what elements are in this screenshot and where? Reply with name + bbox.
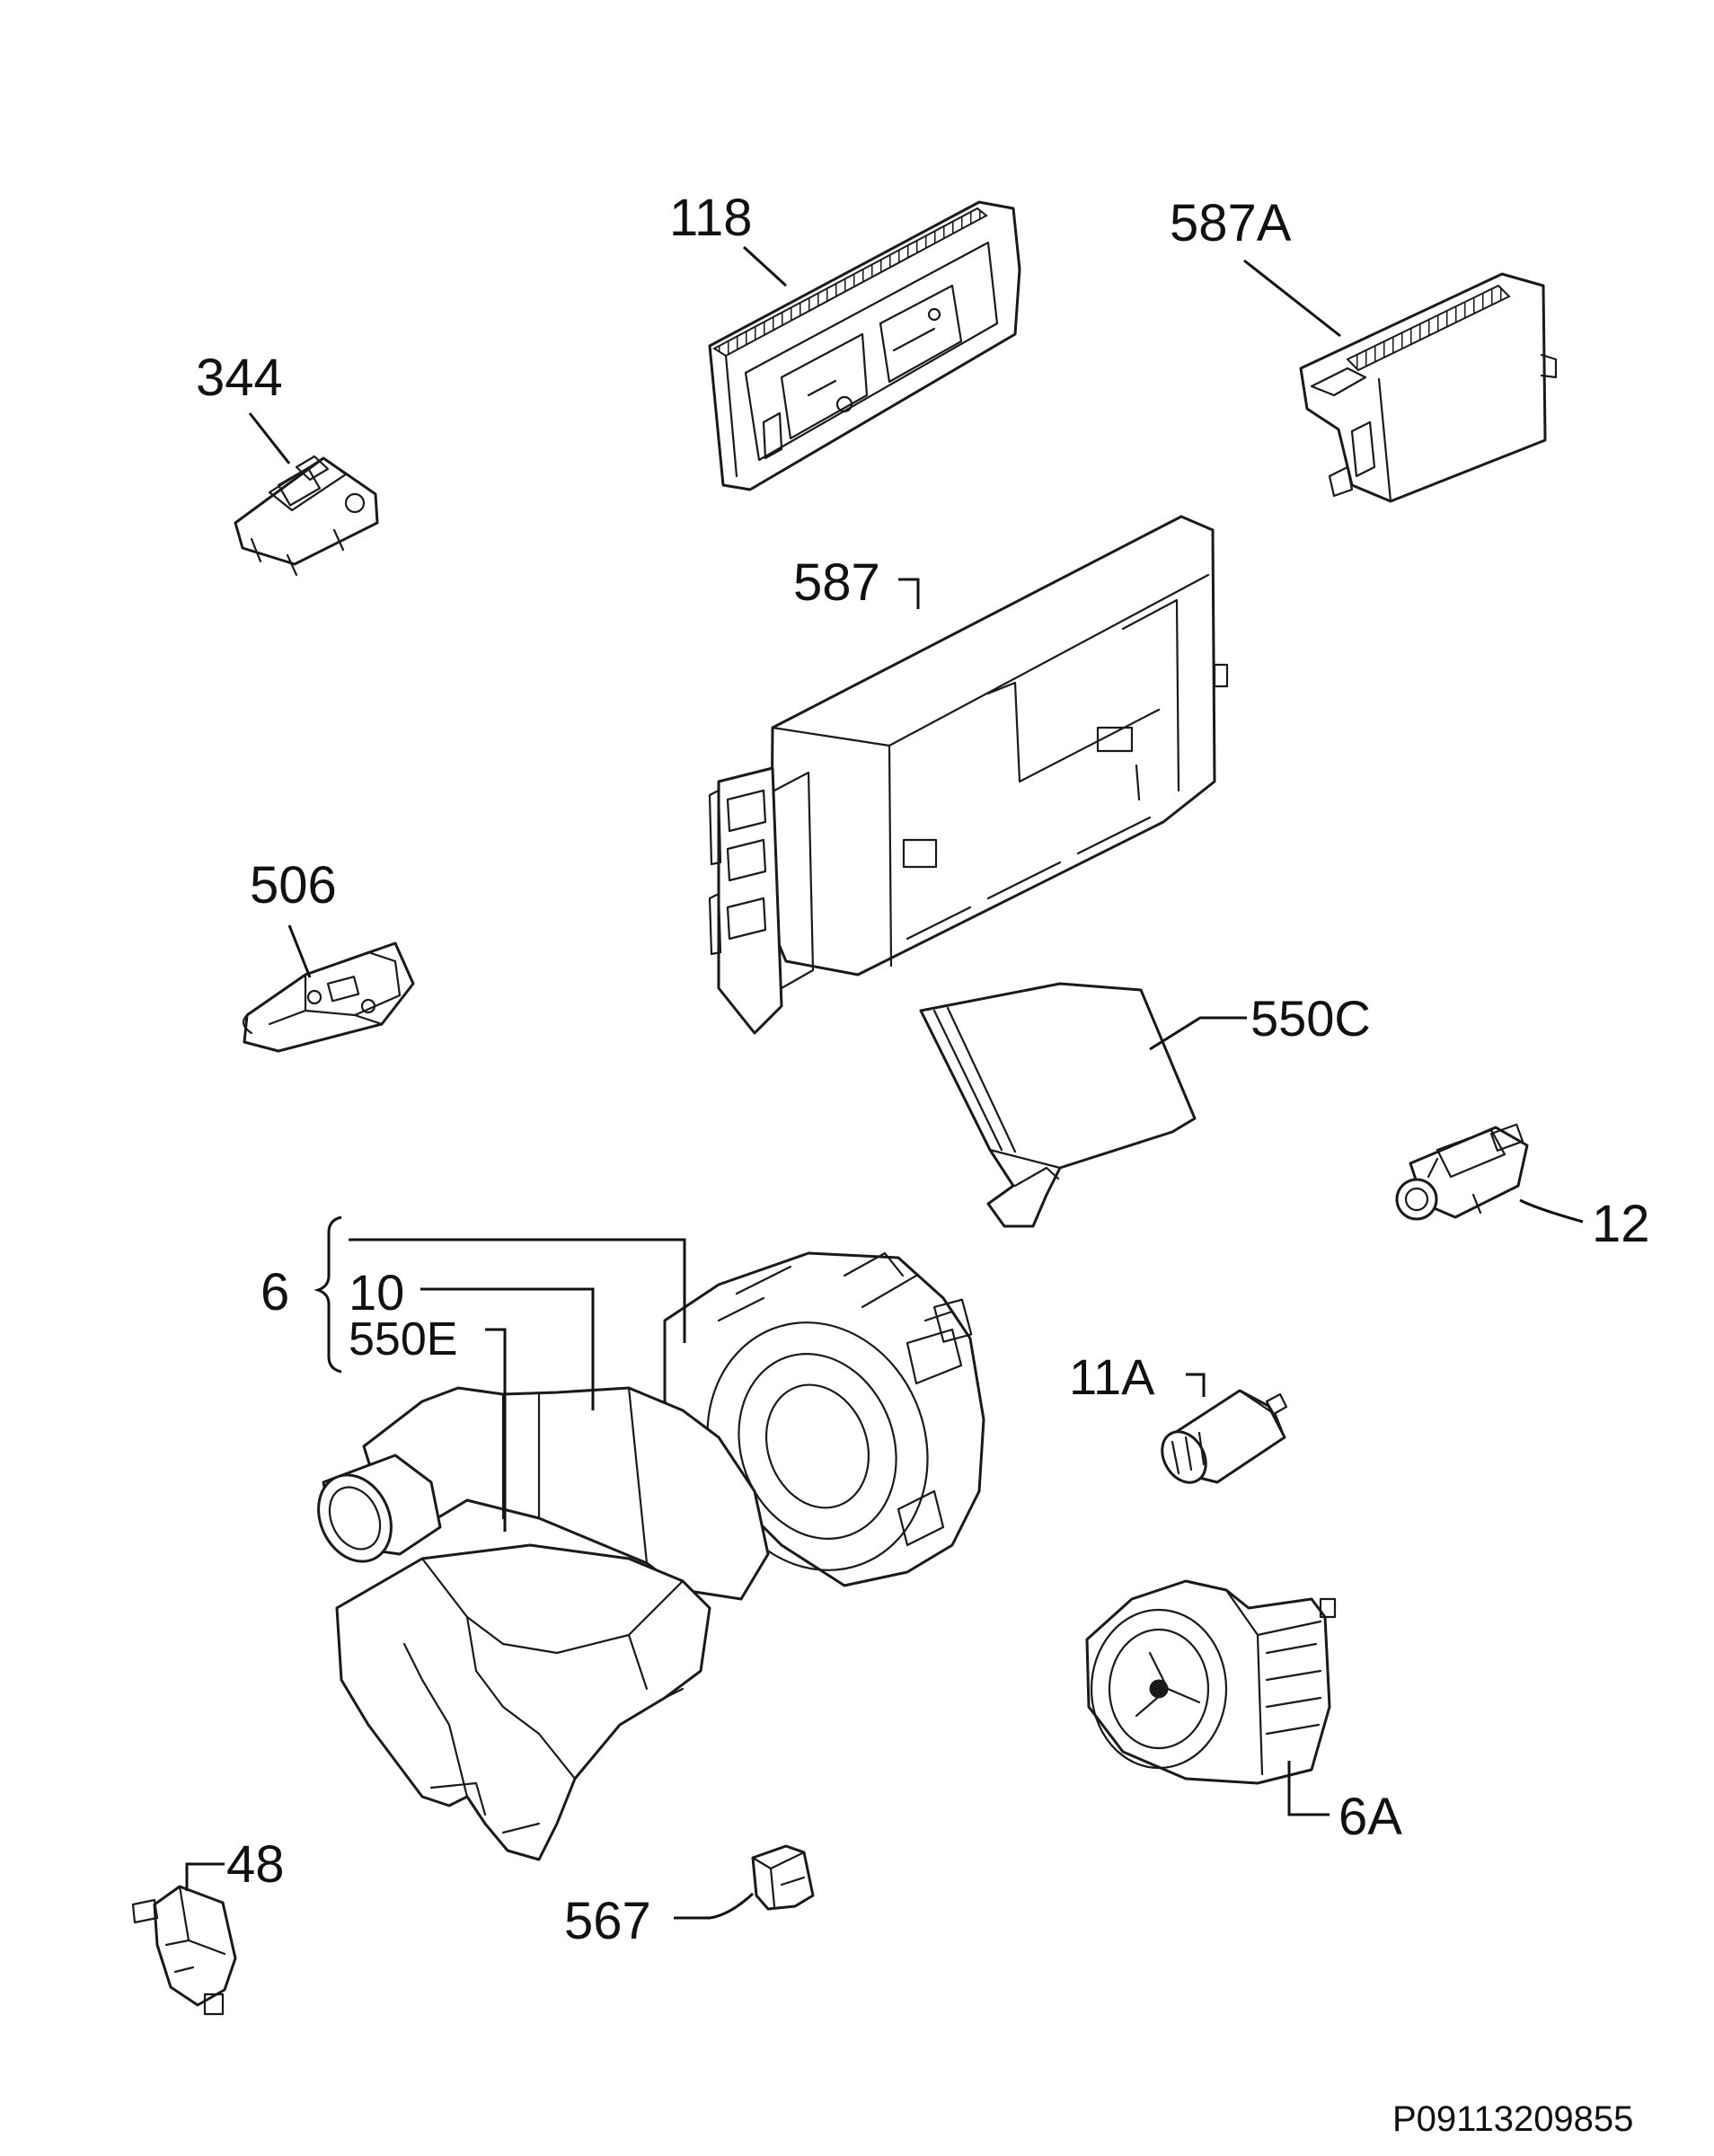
label-344: 344 — [196, 349, 283, 407]
part-11A-capacitor[interactable] — [1153, 1389, 1288, 1490]
part-587A-module[interactable] — [1299, 272, 1558, 503]
part-344-sensor[interactable] — [234, 455, 379, 577]
label-550C: 550C — [1250, 990, 1371, 1047]
part-6A-drain-pump[interactable] — [1085, 1579, 1337, 1785]
part-550C-flap[interactable] — [919, 982, 1197, 1228]
leader-587A — [1243, 259, 1341, 338]
label-550E: 550E — [349, 1313, 457, 1365]
leader-550C — [1149, 1016, 1247, 1051]
label-506: 506 — [250, 856, 337, 915]
brace-6 — [314, 1215, 342, 1374]
leader-10 — [420, 1287, 595, 1410]
label-48: 48 — [226, 1835, 285, 1894]
part-118-control-board[interactable] — [708, 200, 1021, 491]
label-587: 587 — [793, 553, 880, 612]
label-118: 118 — [669, 189, 752, 247]
part-12-sensor[interactable] — [1395, 1123, 1529, 1221]
leader-12 — [1519, 1198, 1584, 1224]
leader-118 — [742, 245, 788, 287]
leader-587 — [898, 578, 920, 609]
label-11A: 11A — [1069, 1348, 1155, 1405]
leader-344 — [248, 412, 291, 464]
label-587A: 587A — [1170, 194, 1292, 252]
part-48-sensor[interactable] — [131, 1885, 237, 2016]
part-567-connector[interactable] — [751, 1844, 815, 1911]
label-10: 10 — [349, 1264, 404, 1321]
part-6-pump-assembly[interactable] — [305, 1251, 985, 1861]
part-506-switch[interactable] — [242, 941, 415, 1053]
part-587-electronic-box[interactable] — [708, 515, 1229, 1035]
leader-506 — [287, 924, 312, 978]
document-number: P09113209855 — [1392, 2099, 1633, 2139]
label-6A: 6A — [1339, 1788, 1402, 1846]
leader-6A — [1287, 1761, 1330, 1816]
leader-48 — [185, 1862, 225, 1891]
leader-550E — [485, 1328, 507, 1532]
label-567: 567 — [564, 1892, 651, 1950]
leader-567 — [674, 1892, 755, 1920]
label-12: 12 — [1592, 1195, 1650, 1253]
label-6: 6 — [261, 1263, 289, 1321]
leader-11A — [1186, 1373, 1206, 1397]
leader-6 — [349, 1238, 686, 1343]
